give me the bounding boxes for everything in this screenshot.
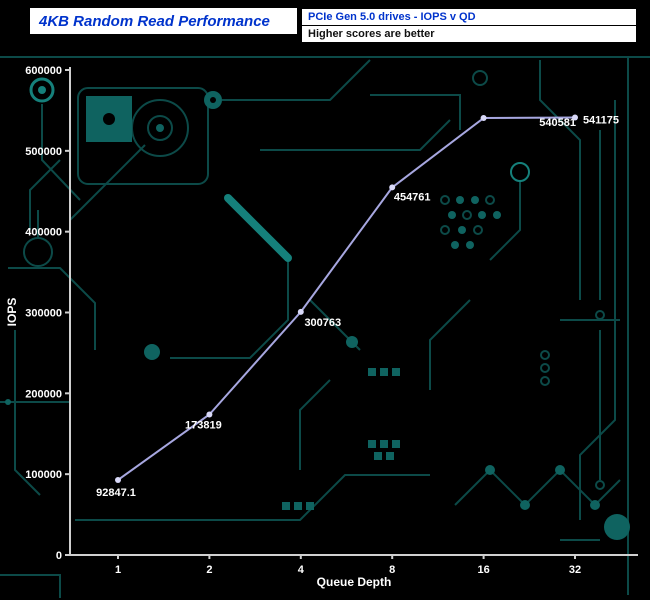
data-point: [572, 115, 578, 121]
subtitle-line-2: Higher scores are better: [302, 26, 636, 42]
data-point-label: 173819: [185, 419, 222, 431]
data-point: [206, 411, 212, 417]
chart-subtitle-box: PCIe Gen 5.0 drives - IOPS v QD Higher s…: [301, 8, 637, 43]
subtitle-line-1: PCIe Gen 5.0 drives - IOPS v QD: [302, 9, 636, 26]
x-tick-label: 32: [569, 564, 581, 576]
data-point-label: 540581: [539, 117, 576, 129]
chart-title-box: 4KB Random Read Performance: [30, 8, 297, 34]
data-point-label: 541175: [583, 115, 619, 127]
x-tick-label: 16: [477, 564, 489, 576]
data-point: [389, 184, 395, 190]
y-tick-label: 0: [56, 550, 62, 562]
chart-title: 4KB Random Read Performance: [39, 13, 270, 30]
y-tick-label: 500000: [25, 146, 62, 158]
x-tick-label: 2: [206, 564, 212, 576]
y-axis-title: IOPS: [5, 298, 19, 327]
y-tick-label: 400000: [25, 227, 62, 239]
x-tick-label: 4: [298, 564, 305, 576]
x-axis-title: Queue Depth: [317, 575, 392, 589]
data-point-label: 454761: [394, 191, 431, 203]
data-point-label: 300763: [304, 317, 341, 329]
data-point: [115, 477, 121, 483]
y-tick-label: 100000: [25, 469, 62, 481]
x-tick-label: 1: [115, 564, 121, 576]
data-point-label: 92847.1: [96, 487, 136, 499]
y-tick-label: 300000: [25, 308, 62, 320]
data-point: [481, 115, 487, 121]
y-tick-label: 600000: [25, 65, 62, 77]
data-point: [298, 309, 304, 315]
y-tick-label: 200000: [25, 388, 62, 400]
